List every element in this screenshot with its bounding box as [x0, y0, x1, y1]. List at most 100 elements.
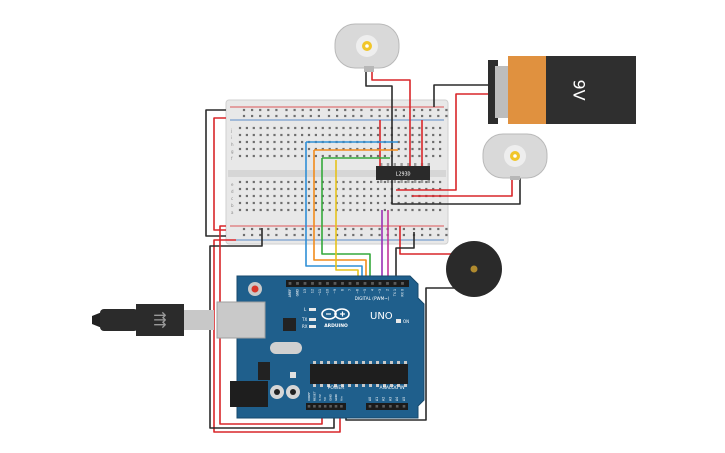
breadboard-hole[interactable]: [404, 140, 407, 144]
breadboard-hole[interactable]: [397, 154, 400, 158]
rail-hole[interactable]: [352, 233, 355, 237]
breadboard-hole[interactable]: [294, 140, 297, 144]
breadboard-hole[interactable]: [383, 126, 386, 130]
breadboard-hole[interactable]: [245, 126, 248, 130]
breadboard-hole[interactable]: [432, 201, 435, 205]
breadboard-hole[interactable]: [383, 194, 386, 198]
wire-orange-arduino[interactable]: [313, 150, 367, 281]
rail-hole[interactable]: [275, 108, 278, 112]
breadboard-hole[interactable]: [349, 147, 352, 151]
wire-buzzer-red[interactable]: [399, 226, 470, 255]
breadboard-hole[interactable]: [321, 126, 324, 130]
wire-chip-gnd[interactable]: [395, 232, 415, 281]
breadboard-hole[interactable]: [307, 201, 311, 205]
wire-arduino-gnd[interactable]: [209, 228, 335, 429]
breadboard-hole[interactable]: [273, 208, 276, 212]
breadboard-hole[interactable]: [342, 133, 345, 137]
breadboard-hole[interactable]: [307, 194, 311, 198]
breadboard-hole[interactable]: [363, 180, 366, 184]
breadboard-hole[interactable]: [245, 180, 248, 184]
breadboard-hole[interactable]: [432, 133, 435, 137]
breadboard-hole[interactable]: [370, 147, 373, 151]
breadboard-hole[interactable]: [280, 133, 283, 137]
breadboard-hole[interactable]: [245, 194, 248, 198]
breadboard-hole[interactable]: [252, 201, 255, 205]
breadboard-hole[interactable]: [397, 208, 400, 212]
rail-hole[interactable]: [386, 108, 389, 112]
breadboard-hole[interactable]: [301, 133, 304, 137]
breadboard-hole[interactable]: [349, 194, 352, 198]
breadboard-hole[interactable]: [425, 187, 428, 191]
rail-hole[interactable]: [317, 227, 320, 231]
breadboard-hole[interactable]: [370, 154, 373, 158]
rail-hole[interactable]: [251, 233, 254, 237]
breadboard-hole[interactable]: [363, 194, 366, 198]
breadboard-hole[interactable]: [439, 154, 442, 158]
breadboard-hole[interactable]: [301, 147, 304, 151]
breadboard-hole[interactable]: [314, 147, 317, 151]
breadboard-hole[interactable]: [383, 133, 386, 137]
rail-hole[interactable]: [378, 114, 381, 118]
breadboard-hole[interactable]: [259, 208, 262, 212]
breadboard-hole[interactable]: [294, 126, 297, 130]
breadboard-hole[interactable]: [280, 140, 283, 144]
breadboard-hole[interactable]: [376, 126, 380, 130]
breadboard-hole[interactable]: [411, 140, 414, 144]
breadboard-hole[interactable]: [370, 187, 373, 191]
breadboard-hole[interactable]: [280, 154, 283, 158]
analog-pin[interactable]: [368, 405, 372, 408]
breadboard-hole[interactable]: [418, 180, 421, 184]
breadboard-hole[interactable]: [314, 208, 317, 212]
rail-hole[interactable]: [370, 233, 373, 237]
breadboard-hole[interactable]: [349, 187, 352, 191]
rail-hole[interactable]: [394, 233, 397, 237]
breadboard-hole[interactable]: [314, 126, 317, 130]
breadboard-hole[interactable]: [314, 180, 317, 184]
rail-hole[interactable]: [317, 233, 320, 237]
breadboard-hole[interactable]: [287, 126, 290, 130]
rail-hole[interactable]: [344, 233, 347, 237]
rail-hole[interactable]: [437, 233, 440, 237]
breadboard-hole[interactable]: [404, 187, 407, 191]
rail-hole[interactable]: [352, 114, 355, 118]
rail-hole[interactable]: [378, 108, 381, 112]
wire-arduino-5v[interactable]: [213, 239, 341, 433]
breadboard-hole[interactable]: [273, 194, 276, 198]
rail-hole[interactable]: [445, 233, 448, 237]
breadboard-hole[interactable]: [280, 194, 283, 198]
rail-hole[interactable]: [370, 108, 373, 112]
breadboard-hole[interactable]: [342, 154, 345, 158]
rail-hole[interactable]: [412, 114, 416, 118]
breadboard-hole[interactable]: [363, 147, 366, 151]
breadboard-hole[interactable]: [356, 147, 359, 151]
breadboard-hole[interactable]: [432, 187, 435, 191]
breadboard-hole[interactable]: [259, 201, 262, 205]
rail-hole[interactable]: [293, 227, 296, 231]
breadboard-hole[interactable]: [342, 180, 345, 184]
breadboard-hole[interactable]: [294, 208, 297, 212]
breadboard-hole[interactable]: [439, 126, 442, 130]
breadboard-hole[interactable]: [411, 133, 414, 137]
breadboard-hole[interactable]: [294, 187, 297, 191]
breadboard-hole[interactable]: [363, 133, 366, 137]
breadboard-hole[interactable]: [259, 147, 262, 151]
breadboard-hole[interactable]: [287, 180, 290, 184]
breadboard-hole[interactable]: [266, 180, 269, 184]
breadboard-hole[interactable]: [418, 201, 421, 205]
breadboard-hole[interactable]: [418, 126, 421, 130]
analog-pin[interactable]: [382, 405, 385, 408]
breadboard-hole[interactable]: [383, 187, 386, 191]
digital-pin[interactable]: [378, 282, 382, 285]
wire-motor-top-red[interactable]: [371, 72, 411, 166]
rail-hole[interactable]: [267, 227, 270, 231]
rail-hole[interactable]: [336, 227, 339, 231]
breadboard-hole[interactable]: [432, 140, 435, 144]
breadboard-hole[interactable]: [411, 180, 414, 184]
breadboard-hole[interactable]: [425, 126, 428, 130]
breadboard-hole[interactable]: [390, 208, 393, 212]
rail-hole[interactable]: [242, 227, 246, 231]
breadboard-hole[interactable]: [238, 194, 242, 198]
breadboard-hole[interactable]: [411, 126, 414, 130]
battery-9v[interactable]: 9V: [488, 56, 636, 124]
